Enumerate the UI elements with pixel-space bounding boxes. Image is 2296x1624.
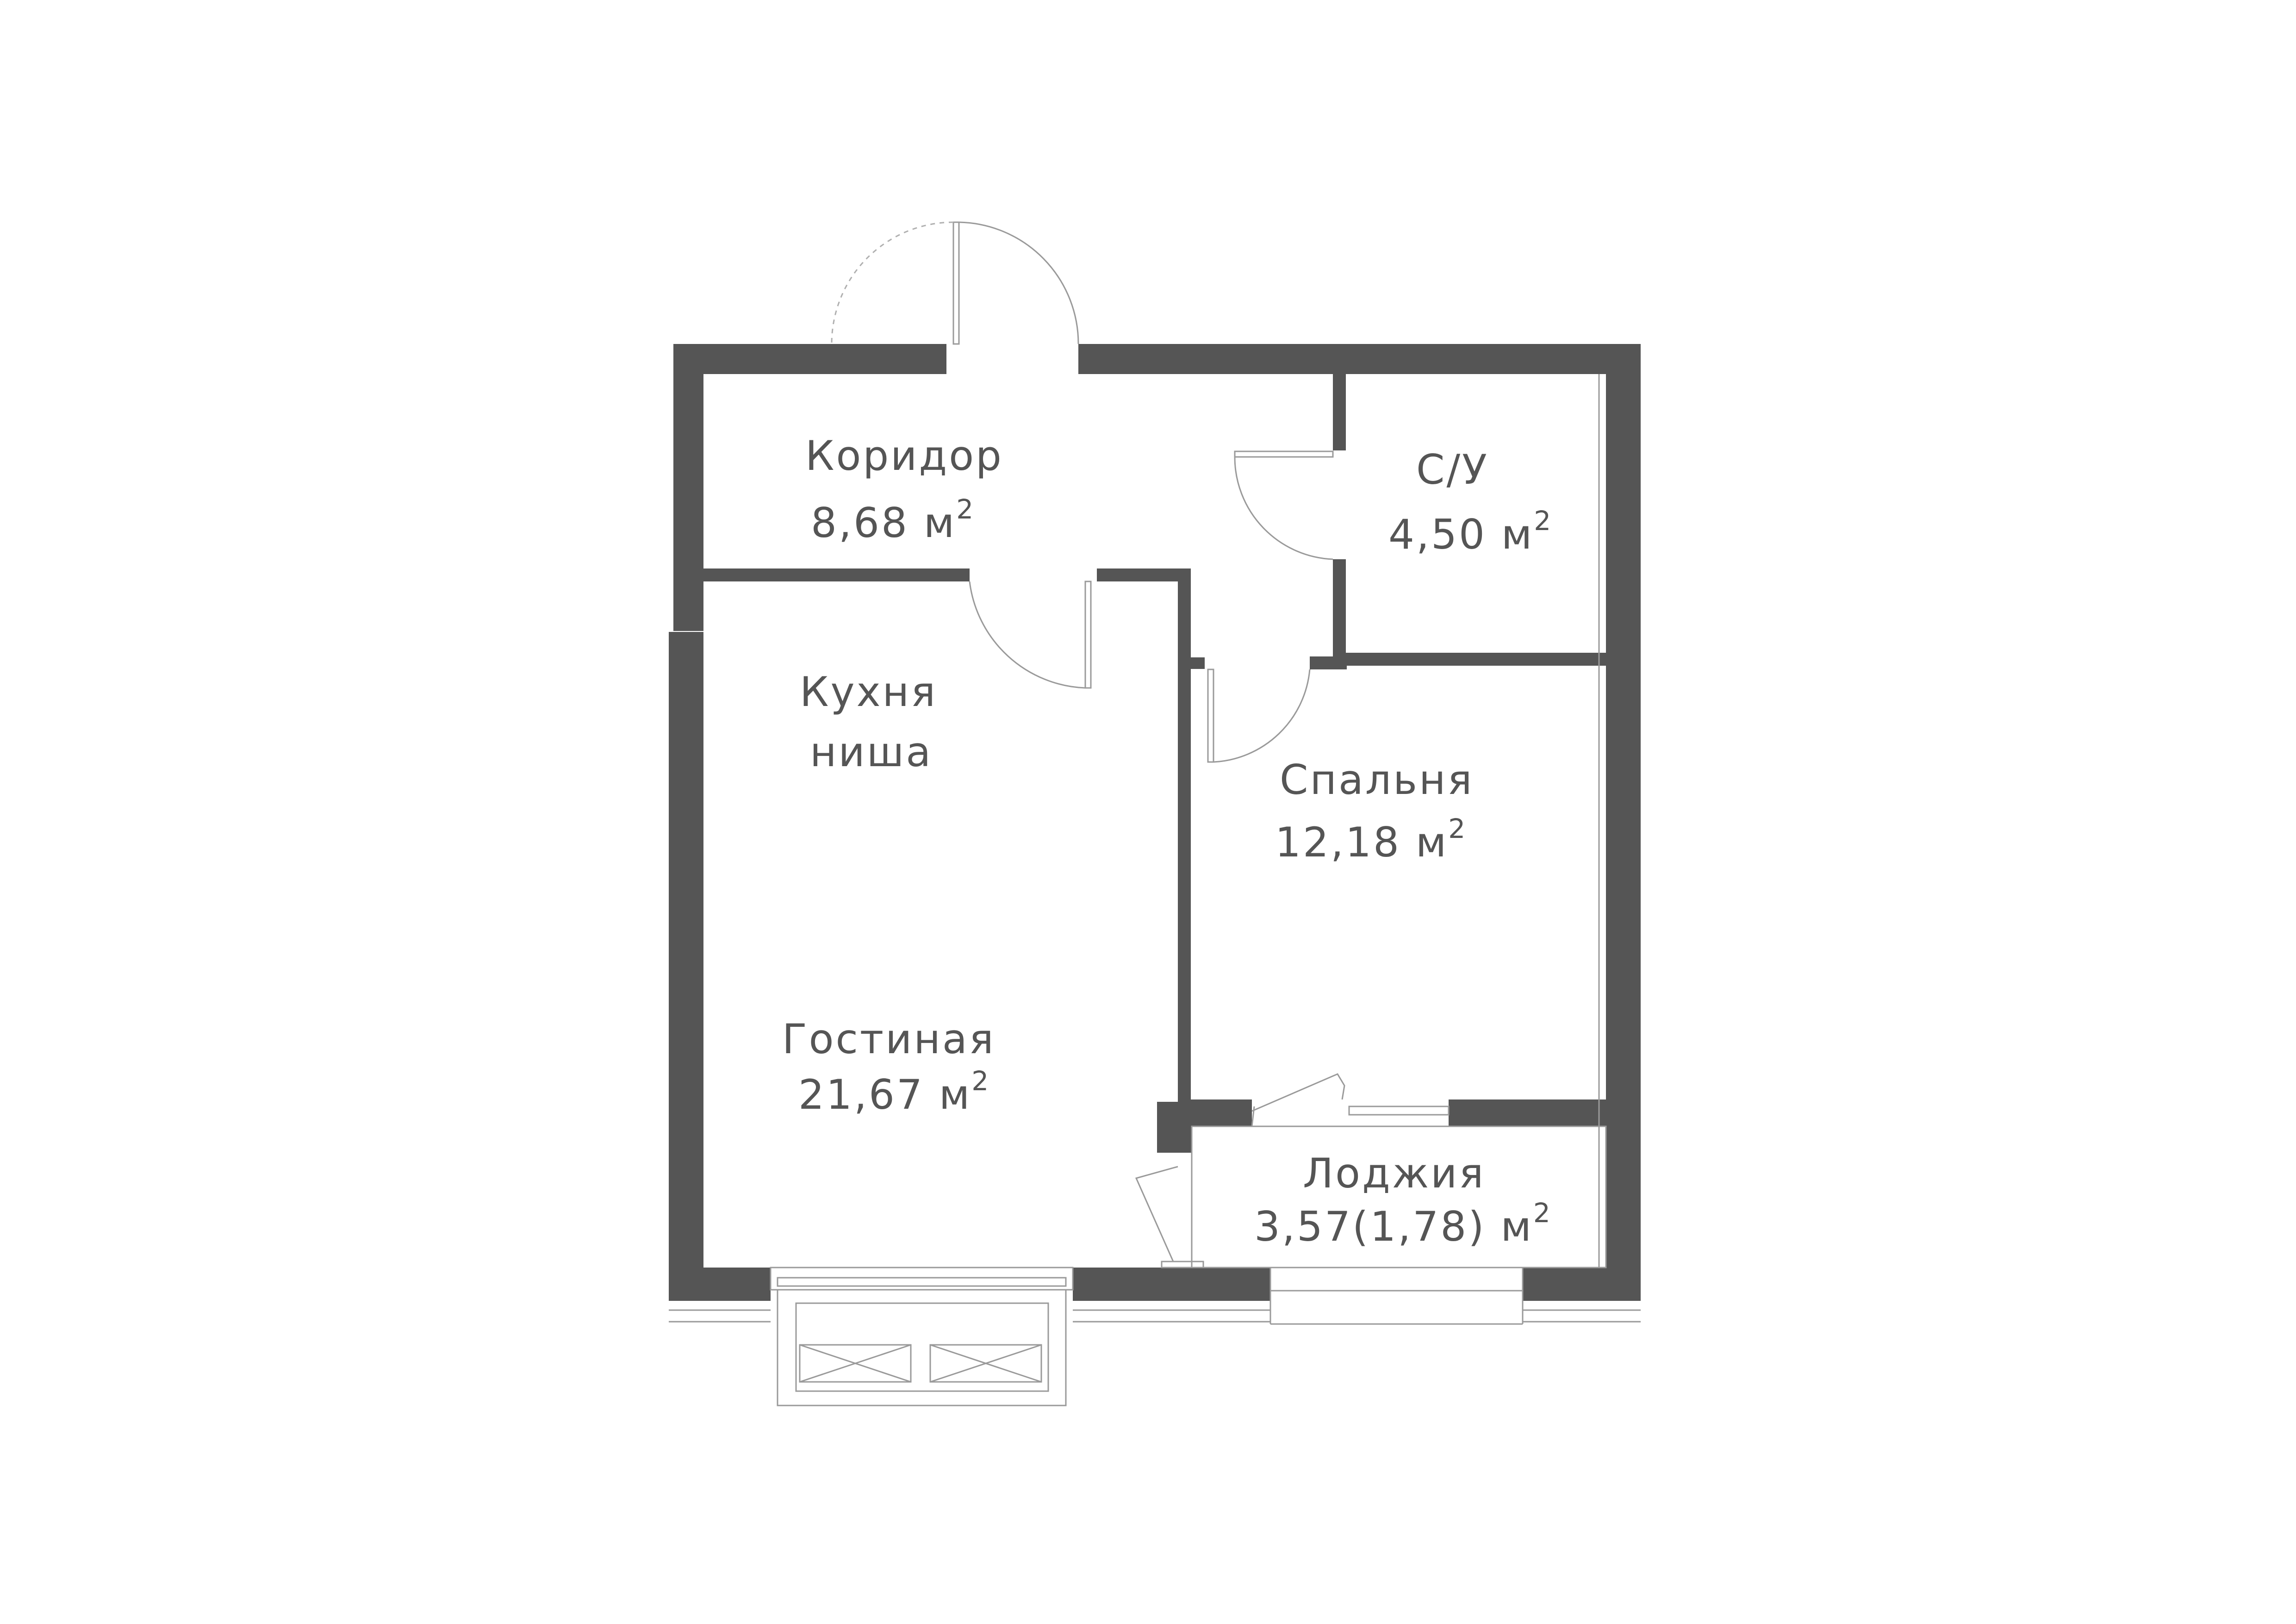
wall-top-left: [673, 344, 946, 374]
living-window: [770, 1267, 1074, 1406]
flower-box-left: [799, 1344, 912, 1383]
wall-bottom-left: [669, 1268, 771, 1301]
kitchen-name: Кухня: [800, 668, 937, 716]
wall-corridor-living-left: [703, 568, 970, 581]
wall-bathroom-left-upper: [1333, 374, 1346, 450]
loggia-name: Лоджия: [1303, 1149, 1485, 1197]
fixtures: [669, 221, 1641, 1406]
entrance-door: [831, 221, 1079, 345]
wall-bedroom-top-left: [1310, 656, 1347, 669]
loggia-window: [1269, 1267, 1524, 1325]
bedroom-door: [1207, 668, 1311, 763]
bedroom-name: Спальня: [1280, 756, 1474, 804]
room-labels: Коридор 8,68 м2 С/У 4,50 м2 Кухня ниша С…: [782, 432, 1553, 1250]
living-area: 21,67 м2: [798, 1065, 990, 1118]
bedroom-area: 12,18 м2: [1275, 813, 1467, 866]
flower-box-right: [929, 1344, 1042, 1383]
living-name: Гостиная: [782, 1015, 996, 1063]
wall-bathroom-left-lower: [1333, 559, 1346, 656]
wall-living-bedroom: [1178, 568, 1191, 1108]
wall-loggia-top-left: [1178, 1099, 1252, 1126]
wall-loggia-top-right: [1449, 1099, 1606, 1126]
corridor-area: 8,68 м2: [811, 493, 975, 547]
bathroom-area: 4,50 м2: [1388, 505, 1553, 558]
kitchen-name-line2: ниша: [810, 728, 933, 776]
wall-left-upper: [673, 344, 703, 631]
loggia-living-door: [1135, 1166, 1204, 1268]
wall-bottom-right: [1523, 1268, 1641, 1301]
wall-right: [1606, 344, 1641, 1300]
loggia-area: 3,57(1,78) м2: [1254, 1197, 1552, 1250]
bathroom-door: [1234, 450, 1334, 560]
wall-bottom-mid: [1073, 1268, 1270, 1301]
corridor-name: Коридор: [805, 432, 1003, 480]
living-door: [969, 581, 1092, 689]
exterior-lines: [669, 1309, 1641, 1323]
wall-corridor-living-right: [1097, 568, 1189, 581]
loggia-door: [1251, 1073, 1450, 1127]
wall-living-bedroom-stub: [1191, 657, 1205, 669]
wall-left: [669, 632, 703, 1301]
wall-bathroom-bottom: [1333, 653, 1606, 666]
bathroom-name: С/У: [1416, 446, 1489, 493]
walls: [669, 344, 1641, 1301]
wall-top-right: [1078, 344, 1641, 374]
